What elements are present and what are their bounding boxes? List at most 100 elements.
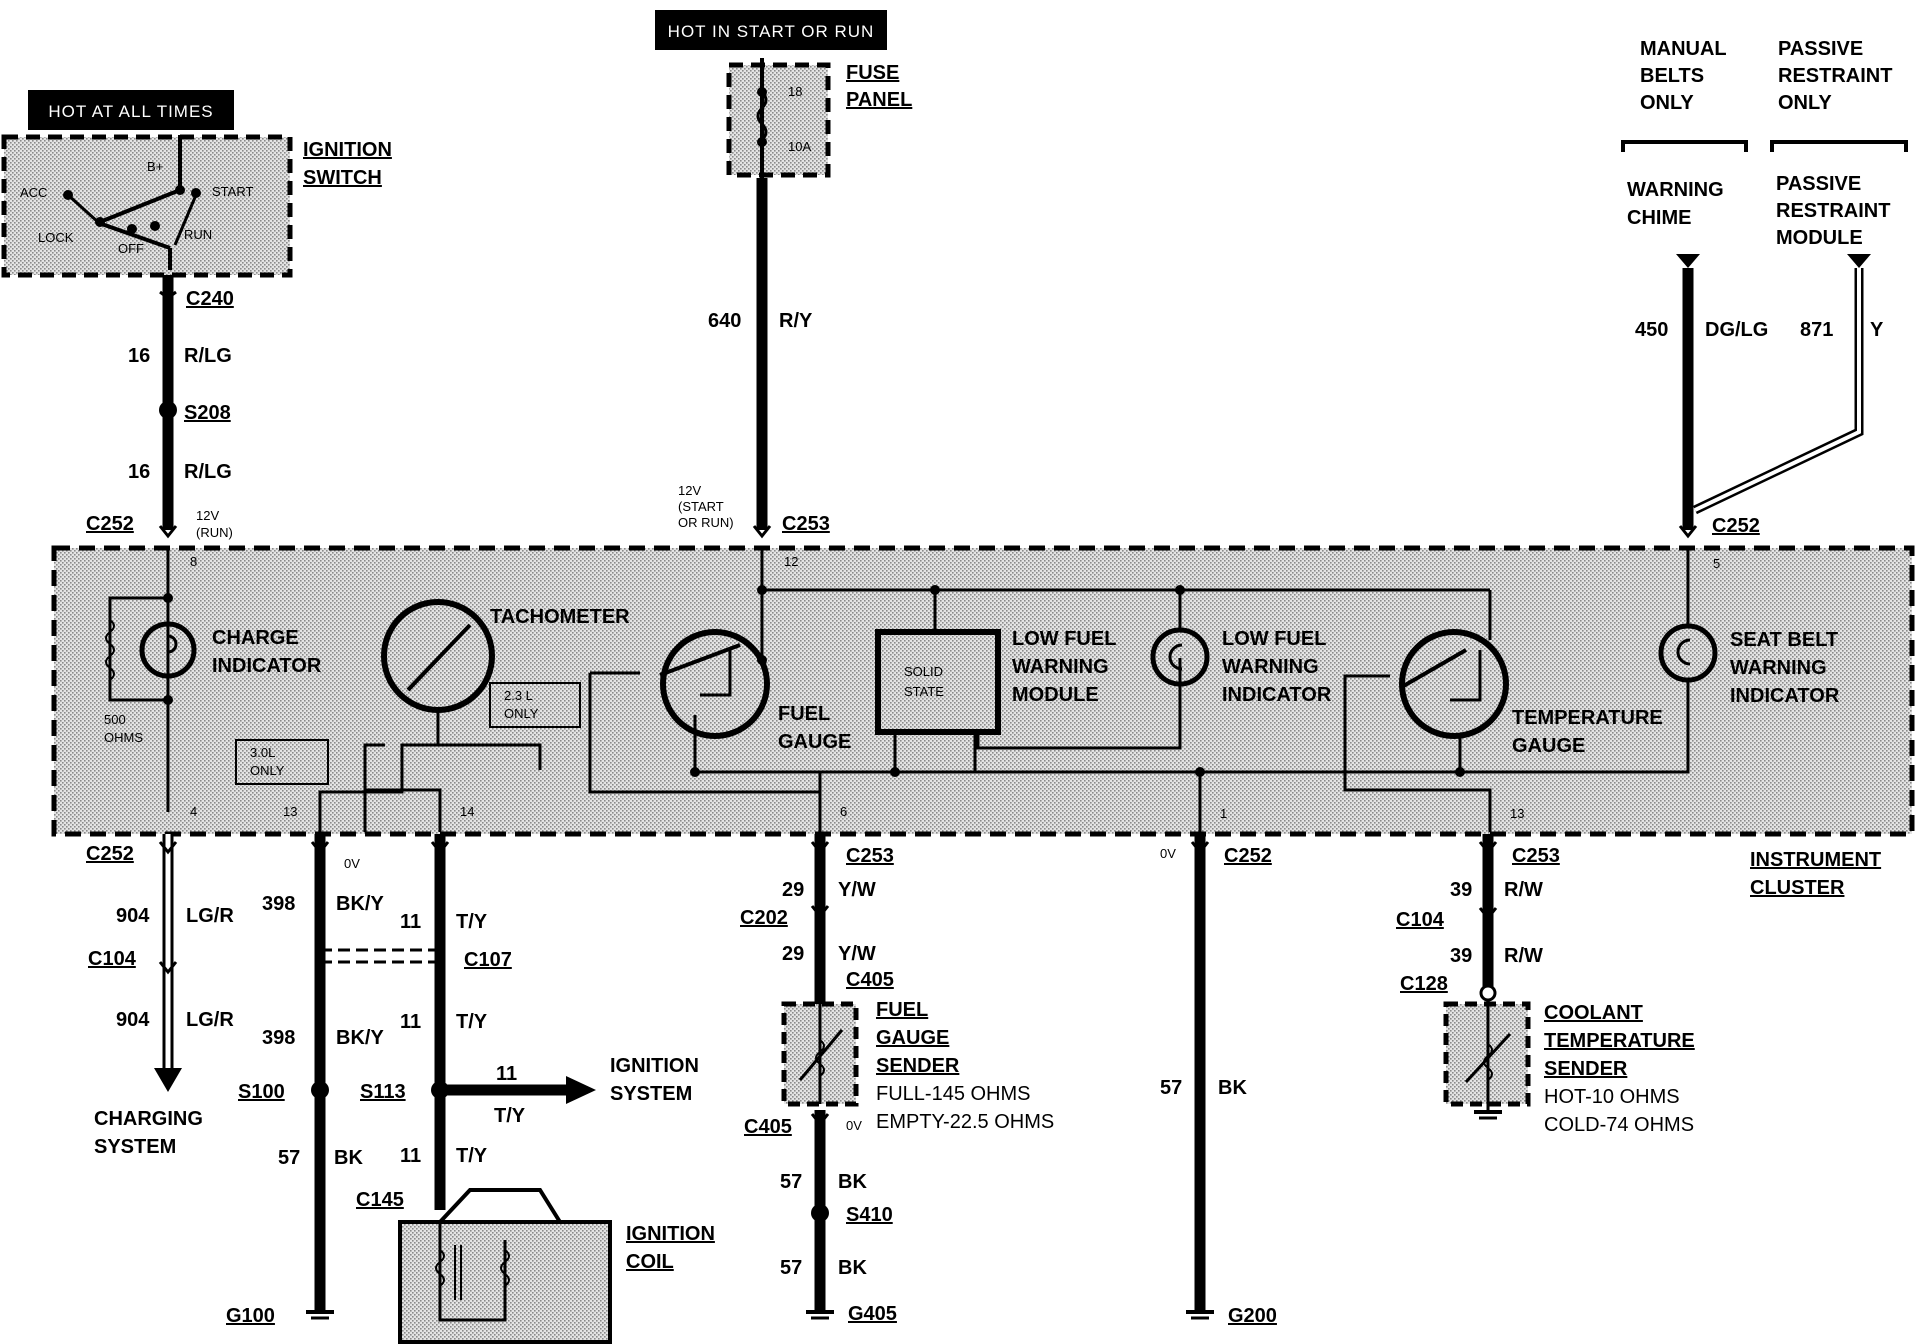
svg-text:LG/R: LG/R [186,905,234,927]
svg-text:Y/W: Y/W [838,943,876,965]
svg-text:13: 13 [283,804,297,819]
fuse-panel-title-2: PANEL [846,89,912,111]
svg-text:12V: 12V [196,508,219,523]
connector-c252-top: C252 [86,513,134,535]
wire-904-lgr: C252 904 LG/R C104 904 LG/R CHARGING SYS… [86,834,234,1158]
svg-text:EMPTY-22.5 OHMS: EMPTY-22.5 OHMS [876,1111,1054,1133]
splice-s208: S208 [184,402,231,424]
svg-text:B+: B+ [147,159,163,174]
instrument-cluster-title-2: CLUSTER [1750,877,1845,899]
svg-text:8: 8 [190,554,197,569]
svg-text:COOLANT: COOLANT [1544,1002,1643,1024]
ignition-coil-title-2: COIL [626,1251,674,1273]
svg-text:FUEL: FUEL [876,999,928,1021]
splice-s113: S113 [360,1081,406,1103]
svg-text:0V: 0V [1160,846,1176,861]
svg-text:640: 640 [708,310,741,332]
svg-text:OHMS: OHMS [104,730,143,745]
splice-s100: S100 [238,1081,285,1103]
svg-text:BK: BK [1218,1077,1247,1099]
hot-at-all-times-label: HOT AT ALL TIMES [28,90,234,130]
svg-text:HOT IN START OR RUN: HOT IN START OR RUN [668,22,875,41]
svg-text:SYSTEM: SYSTEM [610,1083,692,1105]
svg-text:12: 12 [784,554,798,569]
svg-text:HOT AT ALL TIMES: HOT AT ALL TIMES [48,102,213,121]
svg-text:TEMPERATURE: TEMPERATURE [1544,1030,1695,1052]
svg-text:INDICATOR: INDICATOR [1730,685,1840,707]
wire-16-rlg: C240 16 R/LG S208 16 R/LG C252 12V (RUN)… [86,275,234,569]
svg-text:CHARGE: CHARGE [212,627,299,649]
svg-text:3.0L: 3.0L [250,745,275,760]
svg-text:39: 39 [1450,879,1472,901]
svg-text:29: 29 [782,943,804,965]
svg-text:T/Y: T/Y [456,1145,488,1167]
svg-text:MODULE: MODULE [1776,227,1863,249]
fuse-panel: 18 10A [726,58,831,180]
connector-c405-top: C405 [846,969,894,991]
svg-text:R/Y: R/Y [779,310,813,332]
svg-text:6: 6 [840,804,847,819]
svg-text:(START: (START [678,499,724,514]
svg-text:LOCK: LOCK [38,230,74,245]
svg-text:START: START [212,184,253,199]
svg-text:RESTRAINT: RESTRAINT [1778,65,1892,87]
wire-57-bk-g200: 0V C252 57 BK G200 [1160,834,1277,1327]
svg-text:BK: BK [838,1171,867,1193]
svg-text:57: 57 [780,1171,802,1193]
svg-text:2.3 L: 2.3 L [504,688,533,703]
connector-c253-top: C253 [782,513,830,535]
connector-c104-left: C104 [88,948,137,970]
svg-text:GAUGE: GAUGE [876,1027,949,1049]
svg-text:STATE: STATE [904,684,944,699]
wire-11-ty: 11 T/Y C107 11 T/Y S113 11 T/Y IGNITION … [356,834,699,1211]
wire-39-rw: C253 39 R/W C104 39 R/W C128 [1396,834,1560,1002]
ignition-switch: B+ ACC START LOCK OFF RUN [1,134,293,278]
svg-text:500: 500 [104,712,126,727]
svg-text:0V: 0V [846,1118,862,1133]
connector-c405-bottom: C405 [744,1116,792,1138]
svg-text:TEMPERATURE: TEMPERATURE [1512,707,1663,729]
svg-text:T/Y: T/Y [494,1105,526,1127]
svg-text:MANUAL: MANUAL [1640,38,1727,60]
ignition-coil-title: IGNITION [626,1223,715,1245]
svg-text:13: 13 [1510,806,1524,821]
svg-text:ONLY: ONLY [504,706,539,721]
svg-text:TACHOMETER: TACHOMETER [490,606,630,628]
wire-450-871: 450 DG/LG 871 Y C252 5 [1635,268,1884,571]
connector-c107: C107 [464,949,512,971]
svg-text:904: 904 [116,905,150,927]
svg-text:12V: 12V [678,483,701,498]
svg-text:T/Y: T/Y [456,1011,488,1033]
svg-text:ONLY: ONLY [1640,92,1694,114]
svg-text:11: 11 [400,1011,421,1033]
svg-text:CHIME: CHIME [1627,207,1691,229]
svg-text:HOT-10 OHMS: HOT-10 OHMS [1544,1086,1680,1108]
svg-text:WARNING: WARNING [1730,657,1827,679]
svg-text:R/W: R/W [1504,945,1543,967]
svg-text:GAUGE: GAUGE [1512,735,1585,757]
connector-c252-right: C252 [1712,515,1760,537]
svg-text:RUN: RUN [184,227,212,242]
svg-text:871: 871 [1800,319,1833,341]
svg-text:GAUGE: GAUGE [778,731,851,753]
svg-text:BK/Y: BK/Y [336,1027,384,1049]
svg-text:BK: BK [838,1257,867,1279]
svg-text:CHARGING: CHARGING [94,1108,203,1130]
svg-text:BELTS: BELTS [1640,65,1704,87]
svg-text:ONLY: ONLY [1778,92,1832,114]
svg-text:INDICATOR: INDICATOR [212,655,322,677]
svg-text:MODULE: MODULE [1012,684,1099,706]
svg-text:LG/R: LG/R [186,1009,234,1031]
svg-text:R/LG: R/LG [184,345,232,367]
svg-text:IGNITION: IGNITION [610,1055,699,1077]
instrument-cluster-title: INSTRUMENT [1750,849,1881,871]
wire-57-bk-g405: 0V C405 57 BK S410 57 BK G405 [744,1110,897,1325]
svg-text:FUEL: FUEL [778,703,830,725]
svg-text:4: 4 [190,804,197,819]
svg-text:INDICATOR: INDICATOR [1222,684,1332,706]
svg-text:11: 11 [400,1145,421,1167]
ground-g200: G200 [1228,1305,1277,1327]
svg-text:OFF: OFF [118,241,144,256]
connector-c202: C202 [740,907,788,929]
connector-c252-bottom: C252 [86,843,134,865]
